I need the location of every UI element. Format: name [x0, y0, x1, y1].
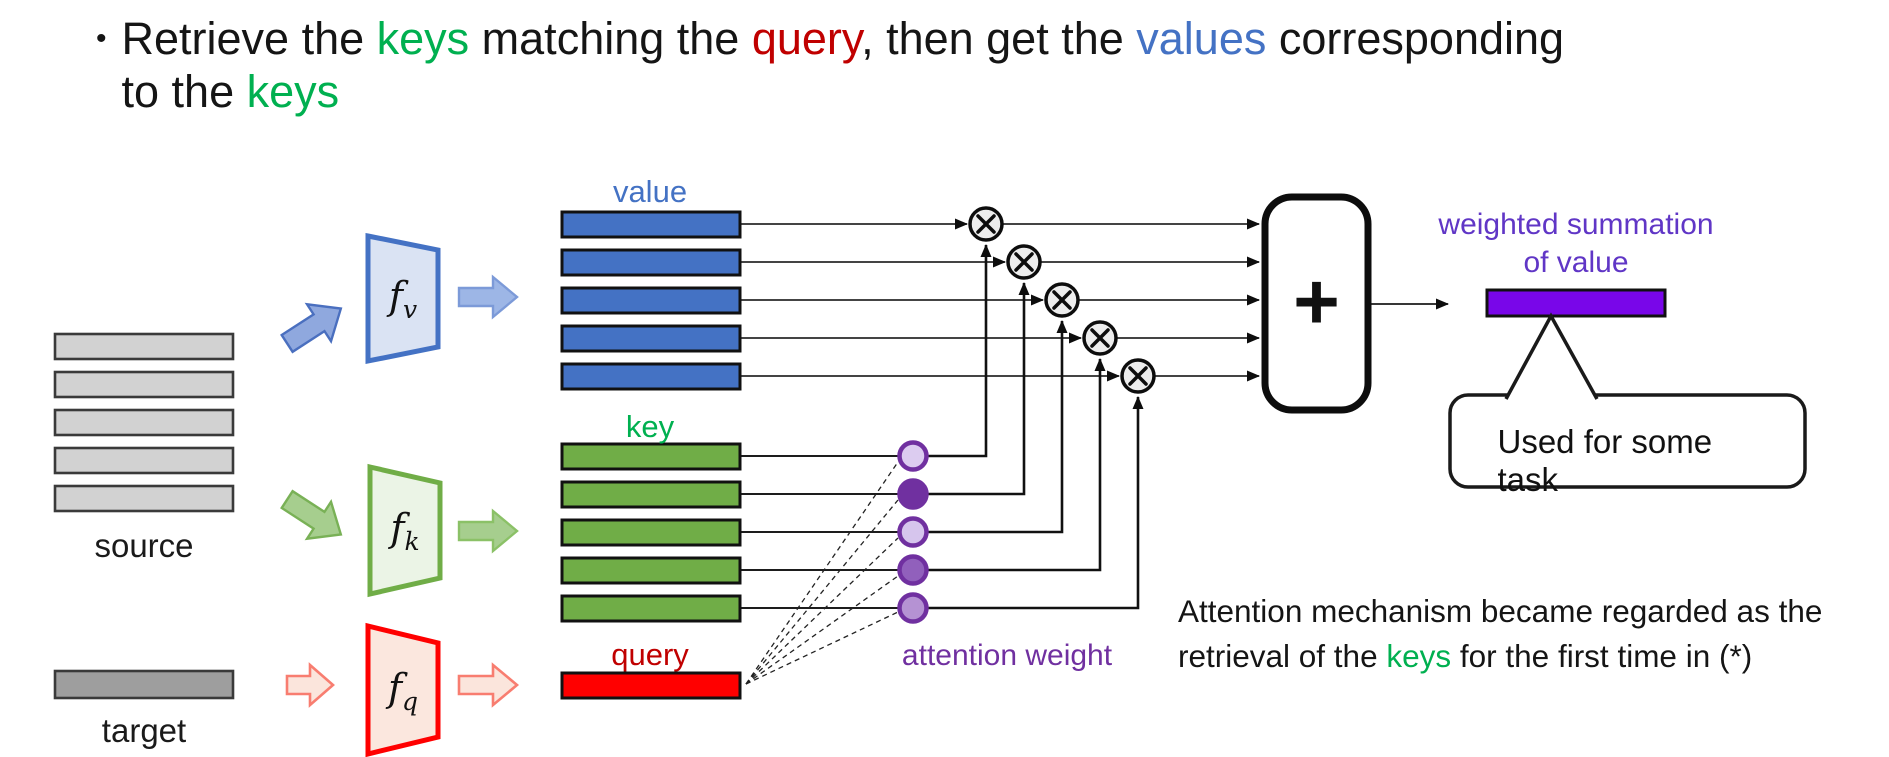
- plus-sign: +: [1293, 256, 1340, 346]
- query-match-dashed-lines: [745, 461, 899, 685]
- fv-label: fv: [388, 274, 418, 324]
- fv-transform-shape: [365, 232, 441, 365]
- fq-transform-shape: [365, 622, 441, 757]
- source-bar: [53, 446, 235, 475]
- source-bar: [53, 408, 235, 437]
- weight-to-multiply-connectors: [927, 244, 1144, 610]
- footnote: Attention mechanism became regarded as t…: [1178, 589, 1822, 679]
- key-bar: [560, 442, 742, 471]
- sum-box: [1261, 193, 1372, 414]
- target-to-fq-arrow-icon: [285, 662, 335, 708]
- key-bar: [560, 556, 742, 585]
- value-stack: [560, 210, 742, 391]
- footnote-line-2: retrieval of the keys for the first time…: [1178, 638, 1753, 674]
- source-to-fk-arrow-icon: [280, 489, 343, 541]
- key-label: key: [625, 409, 675, 444]
- result-bar: [1485, 288, 1667, 318]
- title-line-2: to the keys: [121, 66, 340, 117]
- source-stack: [53, 332, 235, 513]
- fk-label: fk: [390, 506, 420, 556]
- key-to-weight-lines: [740, 455, 899, 609]
- query-bar: [560, 671, 742, 700]
- value-bar: [560, 210, 742, 239]
- fq-label: fq: [387, 666, 419, 716]
- fq-to-query-arrow-icon: [457, 662, 520, 708]
- source-bar: [53, 370, 235, 399]
- title-text: Retrieve the keys matching the query, th…: [122, 12, 1565, 118]
- title-line-1: Retrieve the keys matching the query, th…: [121, 13, 1565, 64]
- attention-weight-dot: [897, 478, 929, 510]
- multiply-nodes: [968, 206, 1156, 394]
- source-label: source: [94, 527, 194, 564]
- multiply-to-sum-lines: [1003, 218, 1260, 382]
- key-bar: [560, 518, 742, 547]
- attention-weight-dots: [897, 440, 929, 624]
- callout-text: Used for some task: [1497, 423, 1713, 498]
- weighted-summation-label: weighted summation of value: [1438, 208, 1714, 279]
- target-label: target: [101, 712, 187, 749]
- value-bar: [560, 324, 742, 353]
- multiply-icon: [1082, 320, 1118, 356]
- multiply-icon: [1120, 358, 1156, 394]
- attention-weight-dot: [897, 440, 929, 472]
- key-bar: [560, 480, 742, 509]
- fk-transform-shape: [367, 463, 443, 598]
- attention-weight-dot: [897, 516, 929, 548]
- callout-bubble: [1448, 393, 1807, 489]
- key-stack: [560, 442, 742, 623]
- value-bar: [560, 362, 742, 391]
- target-bar: [53, 669, 235, 700]
- attention-weight-dot: [897, 554, 929, 586]
- callout-pointer: [1504, 312, 1599, 400]
- attention-weight-label: attention weight: [901, 639, 1113, 672]
- value-bar: [560, 248, 742, 277]
- source-to-fv-arrow-icon: [280, 302, 343, 354]
- multiply-icon: [968, 206, 1004, 242]
- multiply-icon: [1006, 244, 1042, 280]
- multiply-icon: [1044, 282, 1080, 318]
- value-label: value: [612, 174, 688, 209]
- source-bar: [53, 484, 235, 513]
- fk-to-key-arrow-icon: [457, 508, 519, 554]
- fv-to-value-arrow-icon: [457, 274, 519, 320]
- footnote-line-1: Attention mechanism became regarded as t…: [1178, 593, 1823, 629]
- slide-title: • Retrieve the keys matching the query, …: [96, 12, 1564, 118]
- bullet-icon: •: [96, 22, 107, 55]
- value-bar: [560, 286, 742, 315]
- attention-weight-dot: [897, 592, 929, 624]
- query-label: query: [611, 637, 689, 672]
- key-bar: [560, 594, 742, 623]
- source-bar: [53, 332, 235, 361]
